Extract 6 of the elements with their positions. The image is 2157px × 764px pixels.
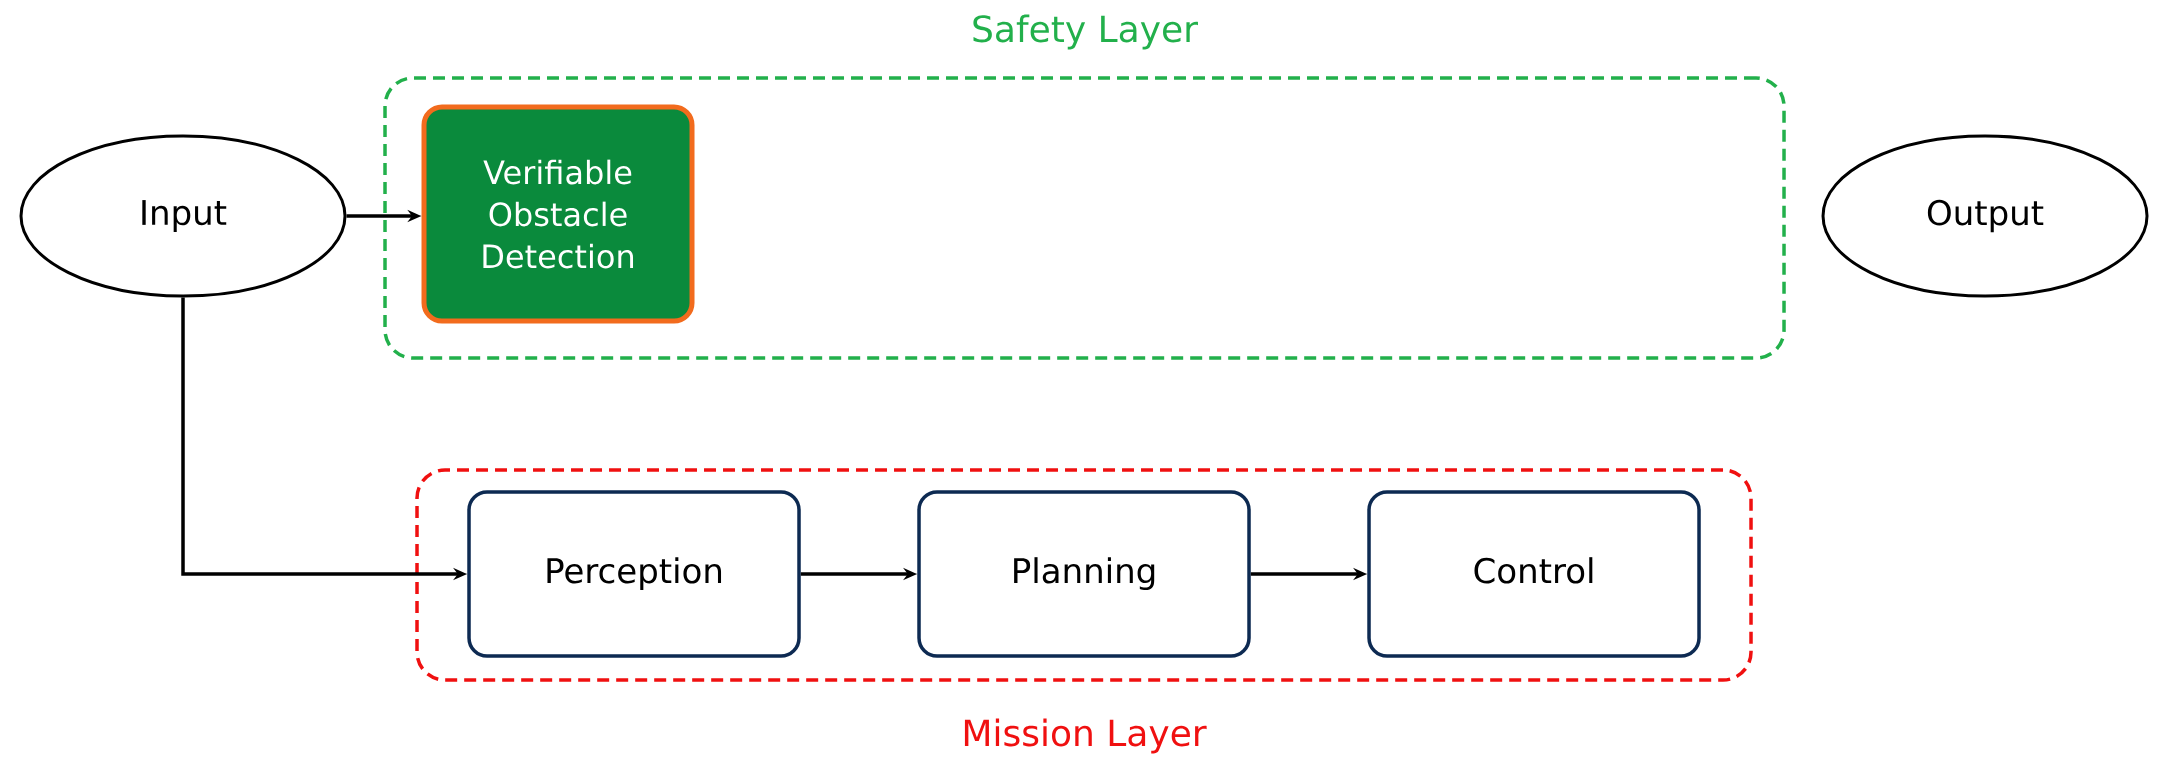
process-box: Perception <box>467 490 801 658</box>
node-label: Mission Layer <box>964 718 1207 754</box>
process-box: Control <box>1367 490 1701 658</box>
process-box: Planning <box>917 490 1251 658</box>
node-label: Safety Layer <box>973 14 1198 50</box>
process-box: Verifiable Obstacle Detection <box>421 104 695 324</box>
